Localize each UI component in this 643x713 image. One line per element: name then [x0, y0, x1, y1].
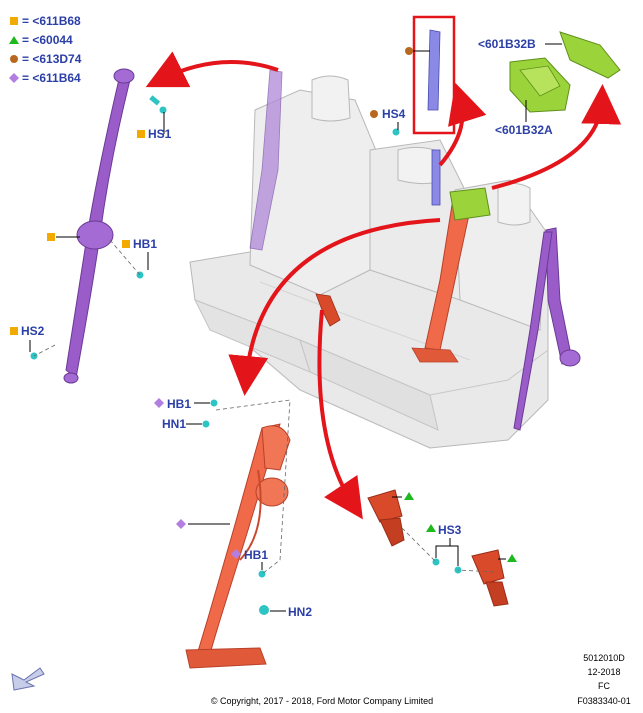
reference-date: 12-2018 [587, 667, 620, 677]
callout-hb1-lower: HB1 [244, 548, 268, 562]
square-marker-icon [47, 233, 55, 241]
reference-code: 5012010D [583, 653, 625, 663]
triangle-marker-icon [9, 36, 19, 44]
bolt-icon [149, 95, 167, 114]
figure-number: F0383340-01 [577, 696, 631, 706]
circle-marker-icon [10, 55, 18, 63]
copyright-notice: © Copyright, 2017 - 2018, Ford Motor Com… [211, 696, 433, 706]
left-seatback-belt [249, 69, 283, 251]
reference-block: 5012010D 12-2018 FC F0383340-01 [577, 653, 631, 706]
diamond-marker-icon [154, 398, 164, 408]
installed-trim-cover [449, 187, 491, 221]
bolt-icon [258, 570, 266, 578]
circle-marker-icon [405, 47, 413, 55]
removal-arrows [145, 51, 622, 520]
reference-fc: FC [598, 681, 610, 691]
triangle-marker-icon [404, 492, 414, 500]
callout-hs3: HS3 [438, 523, 462, 537]
square-marker-icon [10, 17, 18, 25]
callout-hs1: HS1 [148, 127, 172, 141]
legend: = <611B68 = <60044 = <613D74 = <611B64 [9, 14, 82, 85]
bolt-icon [392, 128, 400, 136]
callout-hs4: HS4 [382, 107, 406, 121]
fasteners [30, 95, 462, 615]
callout-hn1: HN1 [162, 417, 186, 431]
legend-item-3: = <613D74 [22, 52, 82, 66]
buckle-assemblies [367, 489, 509, 607]
nut-icon [259, 605, 269, 615]
highlight-box [412, 15, 456, 135]
diamond-marker-icon [9, 73, 19, 83]
rear-seat-illustration [189, 75, 549, 449]
callout-hb1-center: HB1 [167, 397, 191, 411]
nut-icon [202, 420, 210, 428]
callout-part-top: <601B32B [478, 37, 536, 51]
triangle-marker-icon [426, 524, 436, 532]
square-marker-icon [10, 327, 18, 335]
legend-item-2: = <60044 [22, 33, 73, 47]
square-marker-icon [137, 130, 145, 138]
diamond-marker-icon [231, 549, 241, 559]
square-marker-icon [122, 240, 130, 248]
legend-item-1: = <611B68 [22, 14, 81, 28]
diamond-marker-icon [176, 519, 186, 529]
callout-hb1-left: HB1 [133, 237, 157, 251]
center-belt-webbing-top [427, 29, 441, 111]
center-seat-belt-exploded [185, 423, 291, 669]
assembly-lines [33, 239, 495, 575]
left-outboard-seat-belt [63, 68, 135, 384]
legend-item-4: = <611B64 [22, 71, 81, 85]
callout-hs2: HS2 [21, 324, 45, 338]
installed-buckle [315, 293, 341, 327]
callout-part-bottom: <601B32A [495, 123, 553, 137]
trim-panel-parts [509, 31, 621, 113]
bolt-icon [210, 399, 218, 407]
circle-marker-icon [370, 110, 378, 118]
triangle-marker-icon [507, 554, 517, 562]
vehicle-front-arrow-icon [11, 667, 45, 691]
callout-hn2: HN2 [288, 605, 312, 619]
